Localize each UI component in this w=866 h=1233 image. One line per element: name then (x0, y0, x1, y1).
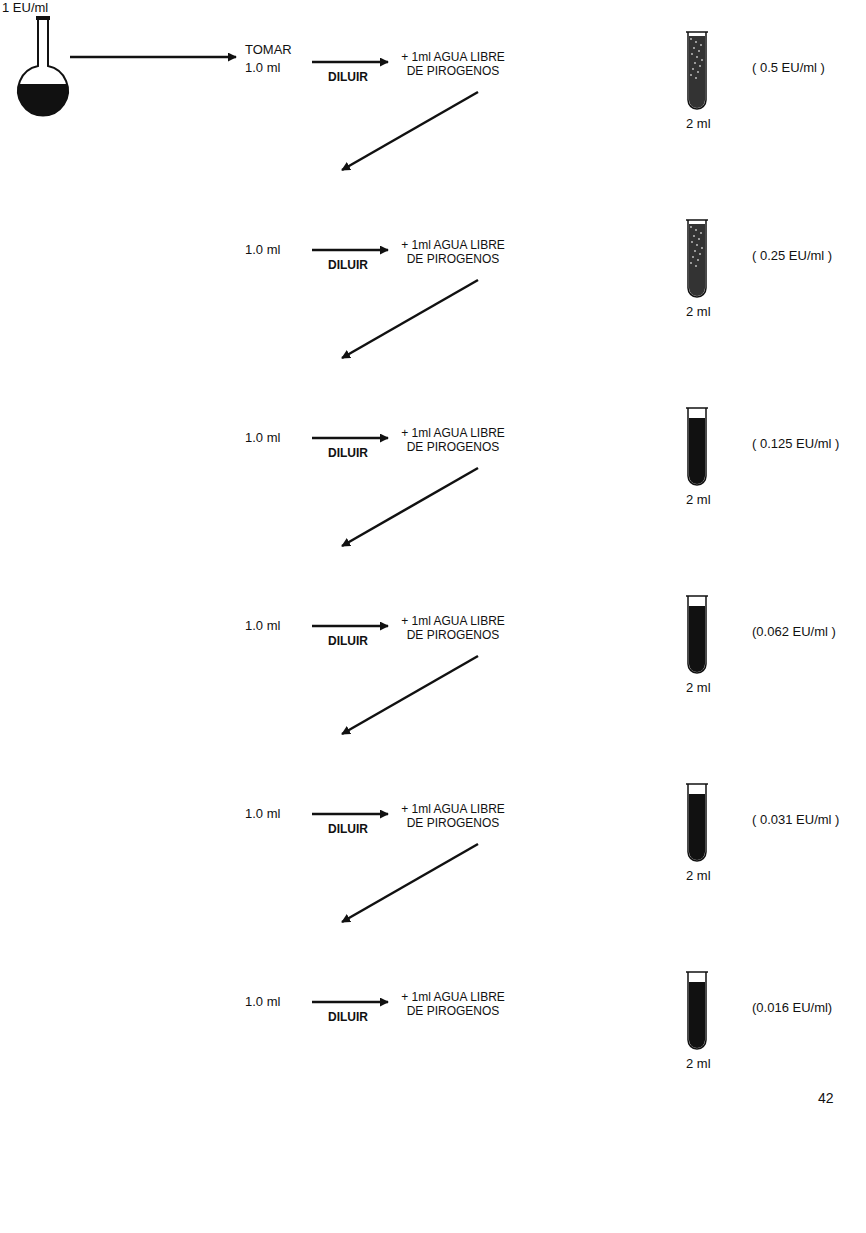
arrow (312, 437, 388, 440)
arrow (342, 656, 478, 734)
step-label: TOMAR (245, 42, 292, 58)
volume-label: 1.0 ml (245, 60, 280, 76)
test-tube (686, 220, 708, 297)
arrow (342, 844, 478, 922)
diluent-label: + 1ml AGUA LIBRE DE PIROGENOS (392, 802, 514, 831)
step-label: DILUIR (328, 70, 368, 84)
arrow (70, 56, 236, 59)
diluent-label: + 1ml AGUA LIBRE DE PIROGENOS (392, 426, 514, 455)
diluent-label: + 1ml AGUA LIBRE DE PIROGENOS (392, 990, 514, 1019)
tubes (686, 32, 708, 1049)
concentration-label: (0.016 EU/ml) (752, 1000, 832, 1016)
diluent-label: + 1ml AGUA LIBRE DE PIROGENOS (392, 50, 514, 79)
volume-label: 1.0 ml (245, 994, 280, 1010)
step-label: DILUIR (328, 1010, 368, 1024)
diluent-label: + 1ml AGUA LIBRE DE PIROGENOS (392, 238, 514, 267)
arrow (342, 92, 478, 170)
volume-label: 1.0 ml (245, 430, 280, 446)
stock-concentration: 1 EU/ml (2, 0, 48, 16)
concentration-label: ( 0.031 EU/ml ) (752, 812, 839, 828)
volume-label: 2 ml (686, 116, 711, 132)
test-tube (686, 32, 708, 109)
test-tube (686, 972, 708, 1049)
arrows (70, 57, 478, 1002)
volume-label: 1.0 ml (245, 806, 280, 822)
flask (18, 16, 68, 116)
volume-label: 2 ml (686, 680, 711, 696)
arrow (312, 1001, 388, 1004)
volume-label: 2 ml (686, 304, 711, 320)
volume-label: 2 ml (686, 868, 711, 884)
arrow (312, 61, 388, 64)
volume-label: 2 ml (686, 1056, 711, 1072)
concentration-label: (0.062 EU/ml ) (752, 624, 836, 640)
test-tube (686, 408, 708, 485)
concentration-label: ( 0.25 EU/ml ) (752, 248, 832, 264)
step-label: DILUIR (328, 634, 368, 648)
diluent-label: + 1ml AGUA LIBRE DE PIROGENOS (392, 614, 514, 643)
step-label: DILUIR (328, 446, 368, 460)
concentration-label: ( 0.5 EU/ml ) (752, 60, 825, 76)
arrow (342, 468, 478, 546)
arrow (312, 249, 388, 252)
arrow (342, 280, 478, 358)
step-label: DILUIR (328, 258, 368, 272)
volume-label: 1.0 ml (245, 242, 280, 258)
arrow (312, 813, 388, 816)
volume-label: 1.0 ml (245, 618, 280, 634)
step-label: DILUIR (328, 822, 368, 836)
volume-label: 2 ml (686, 492, 711, 508)
concentration-label: ( 0.125 EU/ml ) (752, 436, 839, 452)
arrow (312, 625, 388, 628)
test-tube (686, 784, 708, 861)
test-tube (686, 596, 708, 673)
page-number: 42 (818, 1090, 834, 1107)
